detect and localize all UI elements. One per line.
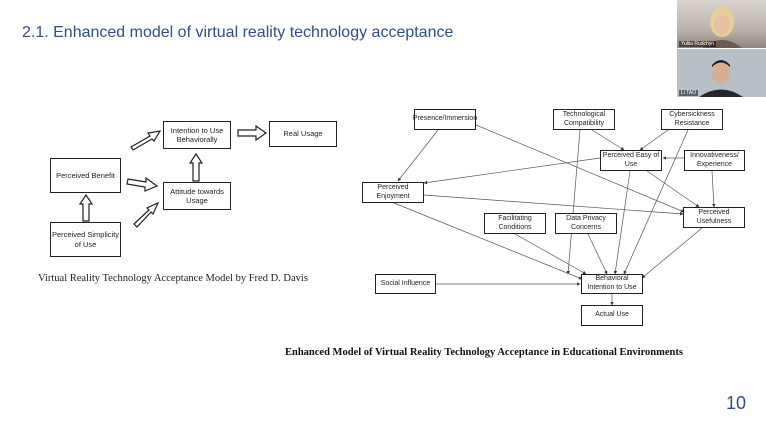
- node-perceived-usefulness: Perceived Usefulness: [683, 207, 745, 228]
- participant-1-video: [702, 7, 742, 48]
- edge-techcompat-ease: [591, 129, 625, 151]
- edge-ease-enjoyment: [423, 157, 601, 185]
- arrow-intention-to-real-usage: [237, 124, 268, 142]
- edge-innov-usefulness: [711, 170, 716, 208]
- arrow-benefit-to-intention: [130, 130, 162, 151]
- node-data-privacy-concerns: Data Privacy Concerns: [555, 213, 617, 234]
- node-real-usage: Real Usage: [269, 121, 337, 147]
- node-presence-immersion: Presence/Immersion: [413, 109, 477, 130]
- edge-usefulness-intention: [641, 227, 703, 279]
- node-social-influence: Social Influence: [375, 274, 436, 294]
- participant-2-name: Li TAO: [679, 90, 699, 96]
- arrow-simplicity-to-benefit: [78, 193, 94, 222]
- node-perceived-enjoyment: Perceived Enjoyment: [362, 182, 424, 203]
- participant-1-name: Yuliia Rudchyn: [679, 41, 717, 47]
- node-cybersickness-resistance: Cybersickness Resistance: [661, 109, 723, 130]
- edge-ease-usefulness: [646, 170, 700, 208]
- edge-presence-enjoyment: [397, 129, 439, 182]
- edge-presence-usefulness: [475, 124, 685, 213]
- page-number: 10: [726, 393, 747, 413]
- right-diagram-caption: Enhanced Model of Virtual Reality Techno…: [285, 347, 683, 358]
- video-tile-participant-1[interactable]: Yuliia Rudchyn: [677, 0, 766, 48]
- edge-ease-intention: [613, 170, 631, 275]
- edge-enjoyment-intention: [393, 202, 583, 280]
- arrow-benefit-to-attitude: [126, 176, 159, 192]
- node-attitude-towards-usage: Attitude towards Usage: [163, 182, 231, 210]
- edge-techcompat-intention: [566, 129, 581, 275]
- node-behavioral-intention: Behavioral Intention to Use: [581, 274, 643, 294]
- edge-enjoyment-usefulness: [423, 194, 684, 216]
- node-actual-use: Actual Use: [581, 305, 643, 326]
- node-facilitating-conditions: Facilitating Conditions: [484, 213, 546, 234]
- node-perceived-simplicity: Perceived Simplicity of Use: [50, 222, 121, 257]
- left-diagram-caption: Virtual Reality Technology Acceptance Mo…: [38, 273, 308, 284]
- video-tile-participant-2[interactable]: Li TAO: [677, 49, 766, 97]
- arrow-simplicity-to-attitude: [133, 201, 160, 228]
- node-innovativeness-experience: Innovativeness/ Experience: [684, 150, 745, 171]
- edge-facilitating-intention: [514, 233, 587, 275]
- edge-cyber-ease: [639, 129, 669, 151]
- arrow-attitude-to-intention: [188, 152, 204, 182]
- edge-cyber-intention: [623, 129, 689, 275]
- node-technological-compatibility: Technological Compatibility: [553, 109, 615, 130]
- node-perceived-ease-of-use: Perceived Easy of Use: [600, 150, 662, 171]
- node-perceived-benefit: Perceived Benefit: [50, 158, 121, 193]
- participant-2-video: [677, 49, 766, 97]
- edge-privacy-intention: [587, 233, 608, 275]
- node-intention-to-use: Intention to Use Behaviorally: [163, 121, 231, 149]
- slide-title: 2.1. Enhanced model of virtual reality t…: [22, 24, 454, 41]
